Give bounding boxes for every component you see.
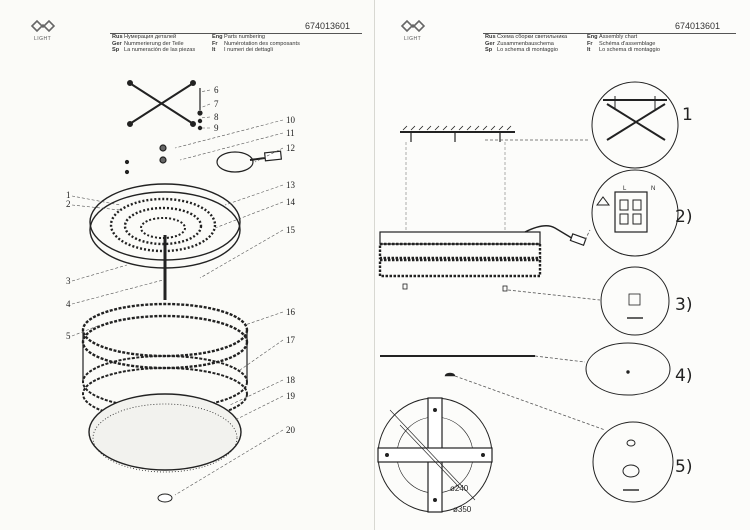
assembly-diagram: ø240 ø350 L N [377, 81, 693, 514]
header-rule [483, 33, 736, 34]
part-label-5: 5 [66, 331, 71, 341]
screws [124, 88, 203, 175]
step-label-2: 2) [675, 207, 692, 227]
part-label-20: 20 [286, 425, 296, 435]
part-label-8: 8 [214, 112, 219, 122]
part-label-17: 17 [286, 335, 296, 345]
step-label-5: 5) [675, 457, 692, 477]
suspension-lines [405, 142, 506, 230]
part-label-15: 15 [286, 225, 296, 235]
part-label-1: 1 [66, 190, 71, 200]
ceiling-plate [400, 125, 515, 142]
part-label-2: 2 [66, 199, 71, 209]
lamp-body [378, 225, 587, 292]
part-label-13: 13 [286, 180, 296, 190]
part-label-3: 3 [66, 276, 71, 286]
bracket-top-view [377, 397, 493, 513]
header-rule [110, 33, 362, 34]
part-label-4: 4 [66, 299, 71, 309]
part-label-12: 12 [286, 143, 295, 153]
part-label-11: 11 [286, 128, 295, 138]
legend-row: EngAssembly chart [587, 34, 638, 40]
detail-2 [591, 169, 679, 257]
wire-label-l: L [623, 186, 627, 192]
wire-label-n: N [651, 186, 655, 192]
diffuser [88, 393, 242, 503]
step-label-1: 1 [682, 105, 693, 125]
part-label-18: 18 [286, 375, 296, 385]
step-label-4: 4) [675, 366, 692, 386]
diffuser-side [380, 355, 535, 377]
product-code: 674013601 [675, 21, 721, 31]
left-page: LIGHT 674013601 RusНумерация деталей Ger… [30, 19, 362, 503]
detail-3 [600, 266, 670, 336]
part-label-19: 19 [286, 391, 296, 401]
right-page: LIGHT 674013601 RusСхема сборки светильн… [375, 0, 750, 530]
legend-row: EngParts numbering [212, 34, 266, 40]
part-label-6: 6 [214, 85, 219, 95]
part-label-10: 10 [286, 115, 296, 125]
part-label-14: 14 [286, 197, 296, 207]
leader-lines [71, 89, 284, 496]
brand-logo-icon [400, 19, 426, 33]
step-labels: 1 2) 3) 4) 5) [675, 105, 693, 477]
dim-outer: ø350 [453, 505, 472, 514]
product-code: 674013601 [305, 21, 351, 31]
callout-arrows [454, 139, 606, 431]
part-label-16: 16 [286, 307, 296, 317]
legend-row: RusНумерация деталей [112, 34, 177, 40]
part-label-7: 7 [214, 99, 219, 109]
brand-logo-text: LIGHT [404, 36, 422, 42]
exploded-view-diagram: 1 2 3 4 5 6 7 8 9 10 11 12 13 14 15 16 1… [66, 80, 296, 503]
detail-5 [592, 421, 674, 503]
detail-4 [585, 342, 671, 396]
part-label-9: 9 [214, 123, 219, 133]
part-labels: 1 2 3 4 5 6 7 8 9 10 11 12 13 14 15 16 1… [66, 85, 296, 435]
brand-logo-text: LIGHT [34, 36, 52, 42]
step-label-3: 3) [675, 295, 692, 315]
detail-1 [591, 81, 679, 169]
brand-logo-icon [30, 19, 56, 33]
mounting-bracket [127, 80, 196, 127]
dim-inner: ø240 [450, 484, 469, 493]
legend-row: RusСхема сборки светильника [485, 34, 568, 40]
